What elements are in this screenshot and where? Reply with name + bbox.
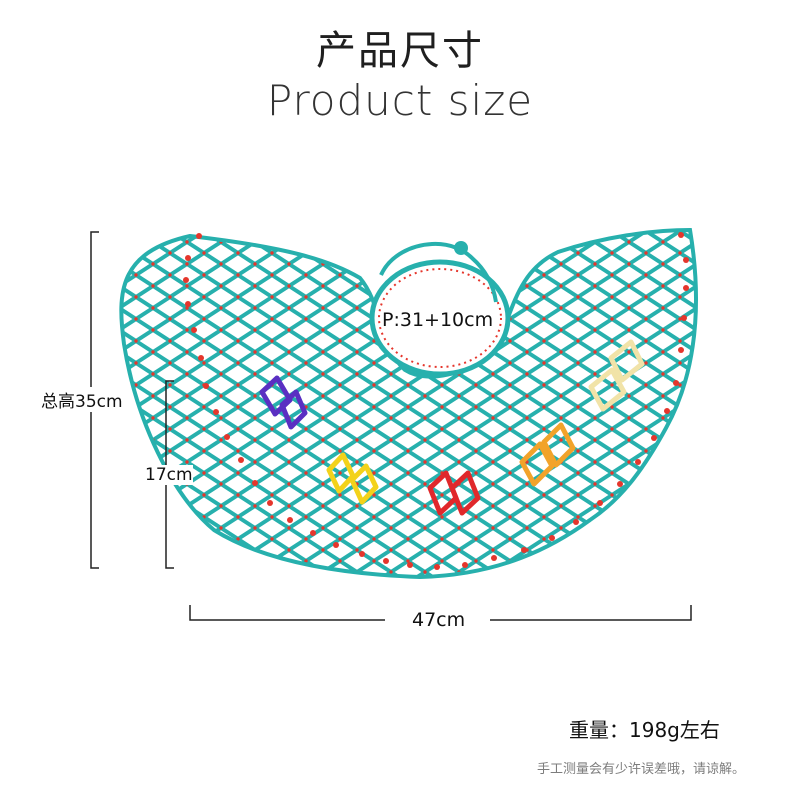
width-label: 47cm (412, 609, 466, 631)
tie-knot (454, 241, 468, 255)
measurement-note: 手工测量会有少许误差哦，请谅解。 (537, 762, 746, 777)
page-title-chinese: 产品尺寸 (316, 28, 484, 74)
collar-edge-beads (183, 232, 689, 570)
neck-size-label: P:31+10cm (382, 309, 494, 331)
page-title-english: Product size (266, 76, 534, 125)
width-line (189, 605, 692, 621)
neck-inner-border (378, 268, 502, 368)
neck-opening (369, 259, 511, 377)
motif-red (427, 470, 481, 516)
beaded-collar-image (119, 227, 698, 580)
tie-string (379, 241, 498, 303)
total-height-label: 总高35cm (41, 387, 123, 412)
motif-purple (259, 375, 308, 430)
motif-yellow (326, 452, 379, 505)
motif-orange (519, 422, 576, 487)
motif-cream (588, 339, 645, 412)
weight-text: 重量：198g左右 (569, 718, 720, 742)
inner-height-label: 17cm (145, 465, 193, 485)
